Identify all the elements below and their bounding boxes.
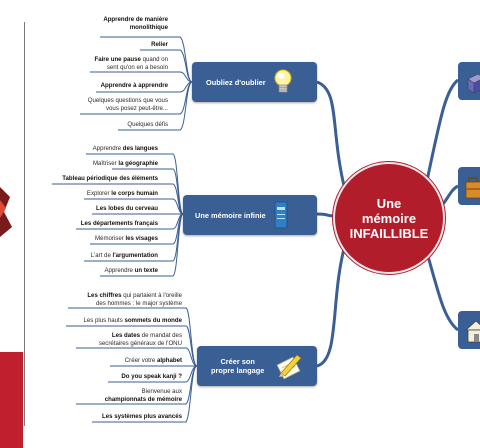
leaf-sommets[interactable]: Les plus hauts sommets du monde bbox=[83, 317, 182, 324]
leaf-quelques-defis[interactable]: Quelques défis bbox=[127, 121, 168, 128]
branch-memoire-infinie[interactable]: Une mémoire infinie bbox=[183, 195, 317, 235]
center-line-2: mémoire bbox=[361, 210, 417, 226]
pencil-paper-icon bbox=[276, 354, 302, 380]
lightbulb-icon bbox=[274, 69, 292, 93]
branch-right-bottom[interactable] bbox=[458, 311, 480, 349]
leaf-relier[interactable]: Relier bbox=[151, 41, 168, 48]
house-icon bbox=[464, 320, 480, 343]
central-topic[interactable]: Une mémoire INFAILLIBLE bbox=[333, 162, 445, 274]
leaf-geographie[interactable]: Maîtriser la géographie bbox=[92, 160, 158, 167]
leaf-visages[interactable]: Mémoriser les visages bbox=[94, 235, 158, 242]
leaf-systemes-avances[interactable]: Les systèmes plus avancés bbox=[102, 413, 182, 420]
leaf-alphabet[interactable]: Créer votre alphabet bbox=[124, 357, 182, 364]
branch-oubliez-d-oublier[interactable]: Oubliez d'oublier bbox=[192, 62, 317, 102]
leaf-argumentation[interactable]: L'art de l'argumentation bbox=[90, 252, 158, 259]
leaf-langues[interactable]: Apprendre des langues bbox=[92, 145, 158, 152]
leaf-texte[interactable]: Apprendre un texte bbox=[104, 267, 158, 274]
blue-book-icon bbox=[274, 201, 288, 229]
briefcase-icon bbox=[465, 177, 480, 199]
center-line-3: INFAILLIBLE bbox=[349, 225, 429, 241]
branch-right-top[interactable] bbox=[458, 62, 480, 100]
branch-right-middle[interactable] bbox=[458, 167, 480, 205]
leaf-apprendre-a-apprendre[interactable]: Apprendre à apprendre bbox=[100, 82, 168, 89]
leaf-departements[interactable]: Les départements français bbox=[80, 220, 158, 227]
leaf-tableau-periodique[interactable]: Tableau périodique des éléments bbox=[62, 175, 158, 182]
leaf-corps-humain[interactable]: Explorer le corps humain bbox=[86, 190, 158, 197]
leaf-kanji[interactable]: Do you speak kanji ? bbox=[121, 373, 182, 380]
leaf-lobes-cerveau[interactable]: Les lobes du cerveau bbox=[96, 205, 158, 212]
book-cover-edge bbox=[0, 22, 25, 448]
cube-icon bbox=[467, 73, 480, 94]
center-line-1: Une bbox=[376, 195, 402, 211]
